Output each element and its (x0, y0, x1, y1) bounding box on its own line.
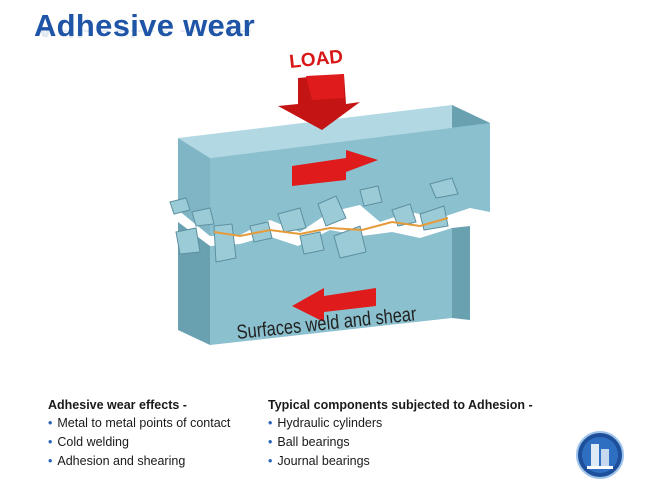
upper-metal-block (178, 105, 490, 236)
list-item: Metal to metal points of contact (48, 416, 230, 430)
load-label: LOAD (288, 46, 344, 73)
page-title: Adhesive wear (34, 8, 256, 43)
adhesive-wear-diagram: LOAD (169, 46, 490, 345)
list-item: Hydraulic cylinders (268, 416, 533, 430)
arrow-left-icon (292, 288, 376, 322)
list-item: Adhesion and shearing (48, 454, 230, 468)
load-arrow-icon (278, 74, 360, 130)
list-item: Ball bearings (268, 435, 533, 449)
building-logo-icon[interactable] (575, 430, 625, 480)
list-item: Journal bearings (268, 454, 533, 468)
weld-line (213, 217, 449, 238)
components-heading: Typical components subjected to Adhesion… (268, 398, 533, 412)
components-section: Typical components subjected to Adhesion… (268, 398, 533, 473)
wear-debris (169, 177, 459, 263)
effects-heading: Adhesive wear effects - (48, 398, 187, 412)
effects-section: Adhesive wear effects - Metal to metal p… (48, 398, 230, 473)
arrow-right-icon (292, 150, 378, 186)
list-item: Cold welding (48, 435, 230, 449)
